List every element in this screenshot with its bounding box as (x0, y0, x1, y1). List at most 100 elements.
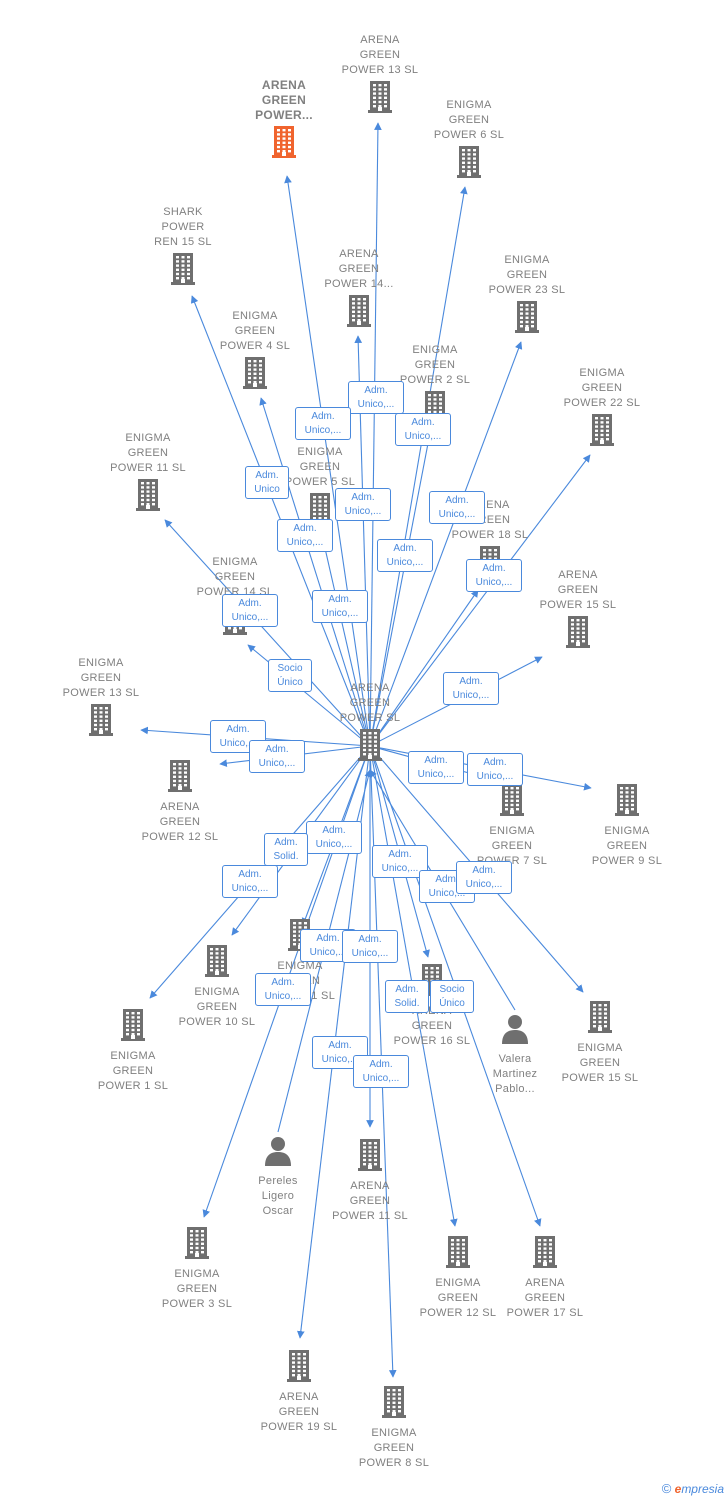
role-badge[interactable]: Adm. Unico,... (210, 720, 266, 753)
edge-center-egp23 (369, 341, 523, 747)
building-icon (162, 945, 272, 982)
edge-center-agp13 (369, 122, 382, 747)
role-badge[interactable]: Adm. Unico,... (395, 413, 451, 446)
role-badge[interactable]: Adm. Unico,... (467, 753, 523, 786)
node-label: ARENA GREEN POWER 12 SL (141, 801, 219, 843)
node-egp8[interactable]: ENIGMA GREEN POWER 8 SL (339, 1383, 449, 1471)
person-icon (223, 1136, 333, 1171)
role-badge[interactable]: Adm. Unico,... (249, 740, 305, 773)
node-label: ARENA GREEN POWER 11 SL (332, 1180, 408, 1222)
node-label: ENIGMA GREEN POWER 10 SL (178, 986, 256, 1028)
role-badge[interactable]: Adm. Unico,... (306, 821, 362, 854)
node-label: ENIGMA GREEN POWER 22 SL (563, 367, 641, 409)
node-label: ENIGMA GREEN POWER 11 SL (110, 432, 186, 474)
role-badge[interactable]: Adm. Unico,... (312, 1036, 368, 1069)
node-label: ARENA GREEN POWER 19 SL (260, 1391, 338, 1433)
node-egp9[interactable]: ENIGMA GREEN POWER 9 SL (572, 781, 682, 869)
node-egp13[interactable]: ENIGMA GREEN POWER 13 SL (46, 656, 156, 744)
role-badge[interactable]: Adm. Unico,... (353, 1055, 409, 1088)
role-badge[interactable]: Adm. Solid. (385, 980, 429, 1013)
footer-brand[interactable]: © empresia (662, 1481, 724, 1496)
node-label: ENIGMA GREEN POWER 3 SL (161, 1268, 233, 1310)
node-label: ENIGMA GREEN POWER 6 SL (433, 99, 505, 141)
node-shark[interactable]: SHARK POWER REN 15 SL (128, 205, 238, 293)
node-label: ENIGMA GREEN POWER 1 SL (97, 1050, 169, 1092)
building-icon (200, 357, 310, 394)
node-egp3[interactable]: ENIGMA GREEN POWER 3 SL (142, 1224, 252, 1312)
role-badge[interactable]: Adm. Unico,... (295, 407, 351, 440)
building-icon (414, 146, 524, 183)
role-badge[interactable]: Adm. Unico,... (348, 381, 404, 414)
building-icon (472, 301, 582, 338)
node-agp11[interactable]: ARENA GREEN POWER 11 SL (315, 1136, 425, 1224)
node-egp4[interactable]: ENIGMA GREEN POWER 4 SL (200, 309, 310, 397)
building-icon (457, 784, 567, 821)
node-label: ENIGMA GREEN POWER 8 SL (358, 1427, 430, 1469)
node-agp13[interactable]: ARENA GREEN POWER 13 SL (325, 33, 435, 121)
person-icon (460, 1014, 570, 1049)
node-egp15[interactable]: ENIGMA GREEN POWER 15 SL (545, 998, 655, 1086)
node-egp7[interactable]: ENIGMA GREEN POWER 7 SL (457, 781, 567, 869)
node-focus[interactable]: ARENA GREEN POWER... (229, 78, 339, 166)
role-badge[interactable]: Adm. Unico,... (312, 590, 368, 623)
role-badge[interactable]: Adm. Unico,... (456, 861, 512, 894)
role-badge[interactable]: Socio Único (430, 980, 474, 1013)
role-badge[interactable]: Adm. Unico,... (255, 973, 311, 1006)
role-badge[interactable]: Adm. Unico,... (466, 559, 522, 592)
node-egp22[interactable]: ENIGMA GREEN POWER 22 SL (547, 366, 657, 454)
building-icon (572, 784, 682, 821)
node-egp11[interactable]: ENIGMA GREEN POWER 11 SL (93, 431, 203, 519)
building-icon (545, 1001, 655, 1038)
node-egp6[interactable]: ENIGMA GREEN POWER 6 SL (414, 98, 524, 186)
role-badge[interactable]: Adm. Unico,... (408, 751, 464, 784)
brand-name: mpresia (681, 1482, 724, 1496)
role-badge[interactable]: Adm. Unico,... (443, 672, 499, 705)
role-badge[interactable]: Adm. Unico,... (429, 491, 485, 524)
node-egp5[interactable]: ENIGMA GREEN POWER 5 SL (265, 445, 375, 533)
node-valera[interactable]: Valera Martinez Pablo... (460, 1011, 570, 1097)
role-badge[interactable]: Socio Único (268, 659, 312, 692)
node-agp14[interactable]: ARENA GREEN POWER 14... (304, 247, 414, 335)
brand-initial: e (674, 1482, 682, 1496)
building-icon (403, 1236, 513, 1273)
node-agp15[interactable]: ARENA GREEN POWER 15 SL (523, 568, 633, 656)
role-badge[interactable]: Adm. Unico,... (222, 865, 278, 898)
building-icon (128, 253, 238, 290)
node-egp23[interactable]: ENIGMA GREEN POWER 23 SL (472, 253, 582, 341)
building-icon (325, 81, 435, 118)
node-pereles[interactable]: Pereles Ligero Oscar (223, 1133, 333, 1219)
edge-center-egp5 (319, 534, 371, 747)
edge-center-egp11 (164, 519, 371, 747)
node-label: ARENA GREEN POWER SL (339, 682, 401, 724)
role-badge[interactable]: Adm. Unico (245, 466, 289, 499)
node-label: ARENA GREEN POWER 14... (324, 248, 394, 290)
node-label: ARENA GREEN POWER 17 SL (506, 1277, 584, 1319)
node-label: ENIGMA GREEN POWER 15 SL (561, 1042, 639, 1084)
role-badge[interactable]: Adm. Unico,... (372, 845, 428, 878)
node-agp12[interactable]: ARENA GREEN POWER 12 SL (125, 757, 235, 845)
building-icon (244, 1350, 354, 1387)
edge-center-egp22 (369, 454, 591, 747)
role-badge[interactable]: Adm. Unico,... (277, 519, 333, 552)
node-egp10[interactable]: ENIGMA GREEN POWER 10 SL (162, 942, 272, 1030)
node-agp17[interactable]: ARENA GREEN POWER 17 SL (490, 1233, 600, 1321)
node-center[interactable]: ARENA GREEN POWER SL (315, 681, 425, 769)
role-badge[interactable]: Adm. Unico,... (342, 930, 398, 963)
role-badge[interactable]: Adm. Solid. (264, 833, 308, 866)
role-badge[interactable]: Adm. Unico,... (222, 594, 278, 627)
edge-center-egp6 (369, 186, 468, 747)
role-badge[interactable]: Adm. Unico,... (335, 488, 391, 521)
edge-center-egp2 (369, 432, 433, 747)
node-egp1[interactable]: ENIGMA GREEN POWER 1 SL (78, 1006, 188, 1094)
node-label: ENIGMA GREEN POWER 12 SL (419, 1277, 497, 1319)
edge-center-focus (284, 175, 371, 747)
node-label: ENIGMA GREEN POWER 4 SL (219, 310, 291, 352)
node-label: Valera Martinez Pablo... (492, 1053, 538, 1095)
role-badge[interactable]: Adm. Unico,... (377, 539, 433, 572)
building-icon (490, 1236, 600, 1273)
node-egp12[interactable]: ENIGMA GREEN POWER 12 SL (403, 1233, 513, 1321)
node-label: ENIGMA GREEN POWER 13 SL (62, 657, 140, 699)
node-agp19[interactable]: ARENA GREEN POWER 19 SL (244, 1347, 354, 1435)
building-icon (125, 760, 235, 797)
node-label: Pereles Ligero Oscar (258, 1175, 298, 1217)
